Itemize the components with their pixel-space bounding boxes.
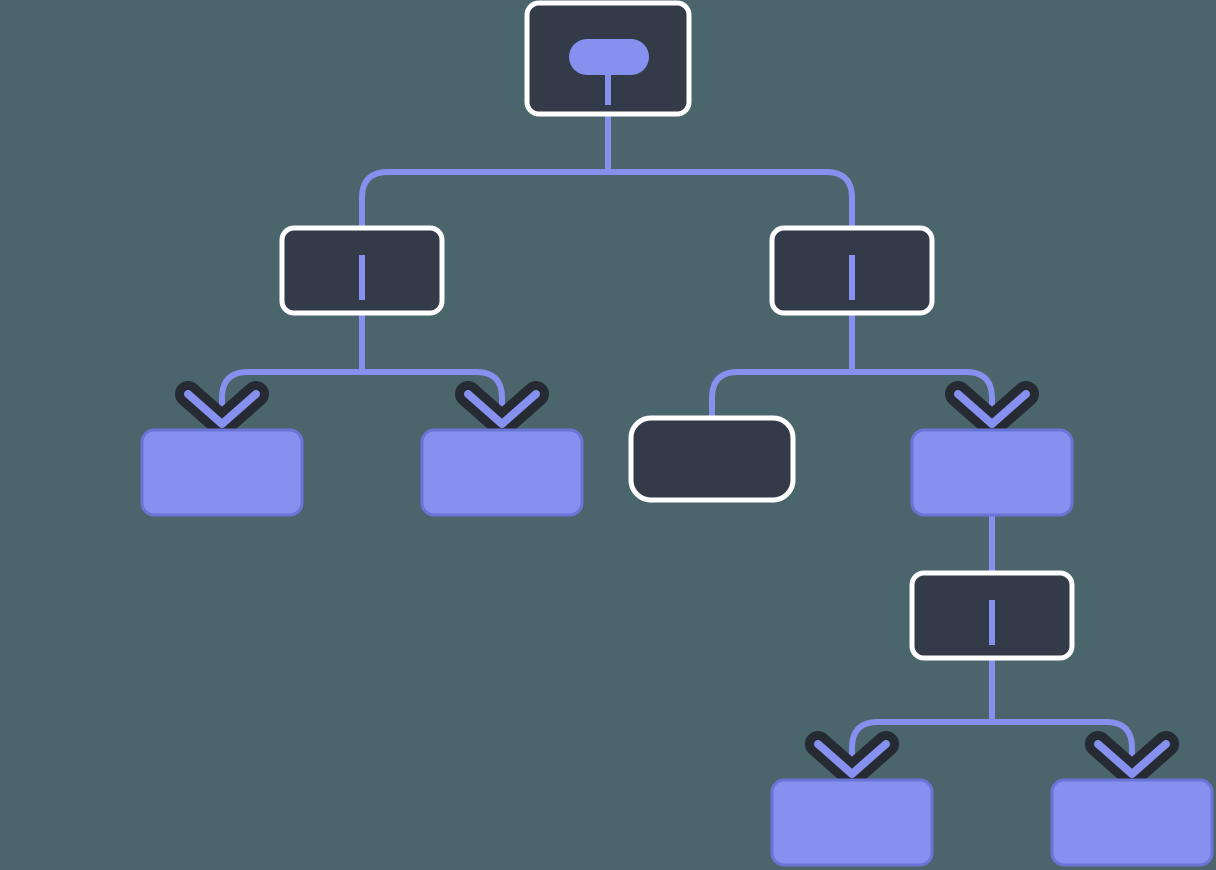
connector-to-level2-leaf-a-arrowhead [184,390,260,428]
connector-to-level2-purple-branch-arrowhead [954,390,1030,428]
arrow-head-layer [184,390,1170,778]
level2-leaf-b[interactable] [420,428,584,517]
connector-to-level4-leaf-a[interactable] [849,719,992,780]
level4-leaf-b[interactable] [1050,778,1214,867]
connector-to-level4-leaf-a-arrowhead [814,740,890,778]
connector-root-to-level1-right[interactable] [608,169,855,228]
level2-dark-node[interactable] [628,415,796,503]
level2-leaf-a[interactable] [140,428,304,517]
connector-to-level2-leaf-a[interactable] [219,369,362,430]
connector-root-to-level1-left[interactable] [359,169,608,228]
connector-to-level2-dark-node[interactable] [709,369,852,418]
level2-purple-branch-node[interactable] [910,428,1074,517]
level4-leaf-a[interactable] [770,778,934,867]
connector-to-level2-purple-branch[interactable] [852,369,995,430]
connector-to-level2-leaf-b-arrowhead [464,390,540,428]
connector-to-level2-leaf-b[interactable] [362,369,505,430]
node-inner-line-layer [359,57,995,645]
connector-to-level4-leaf-b-arrowhead [1094,740,1170,778]
connector-to-level4-leaf-b[interactable] [992,719,1135,780]
